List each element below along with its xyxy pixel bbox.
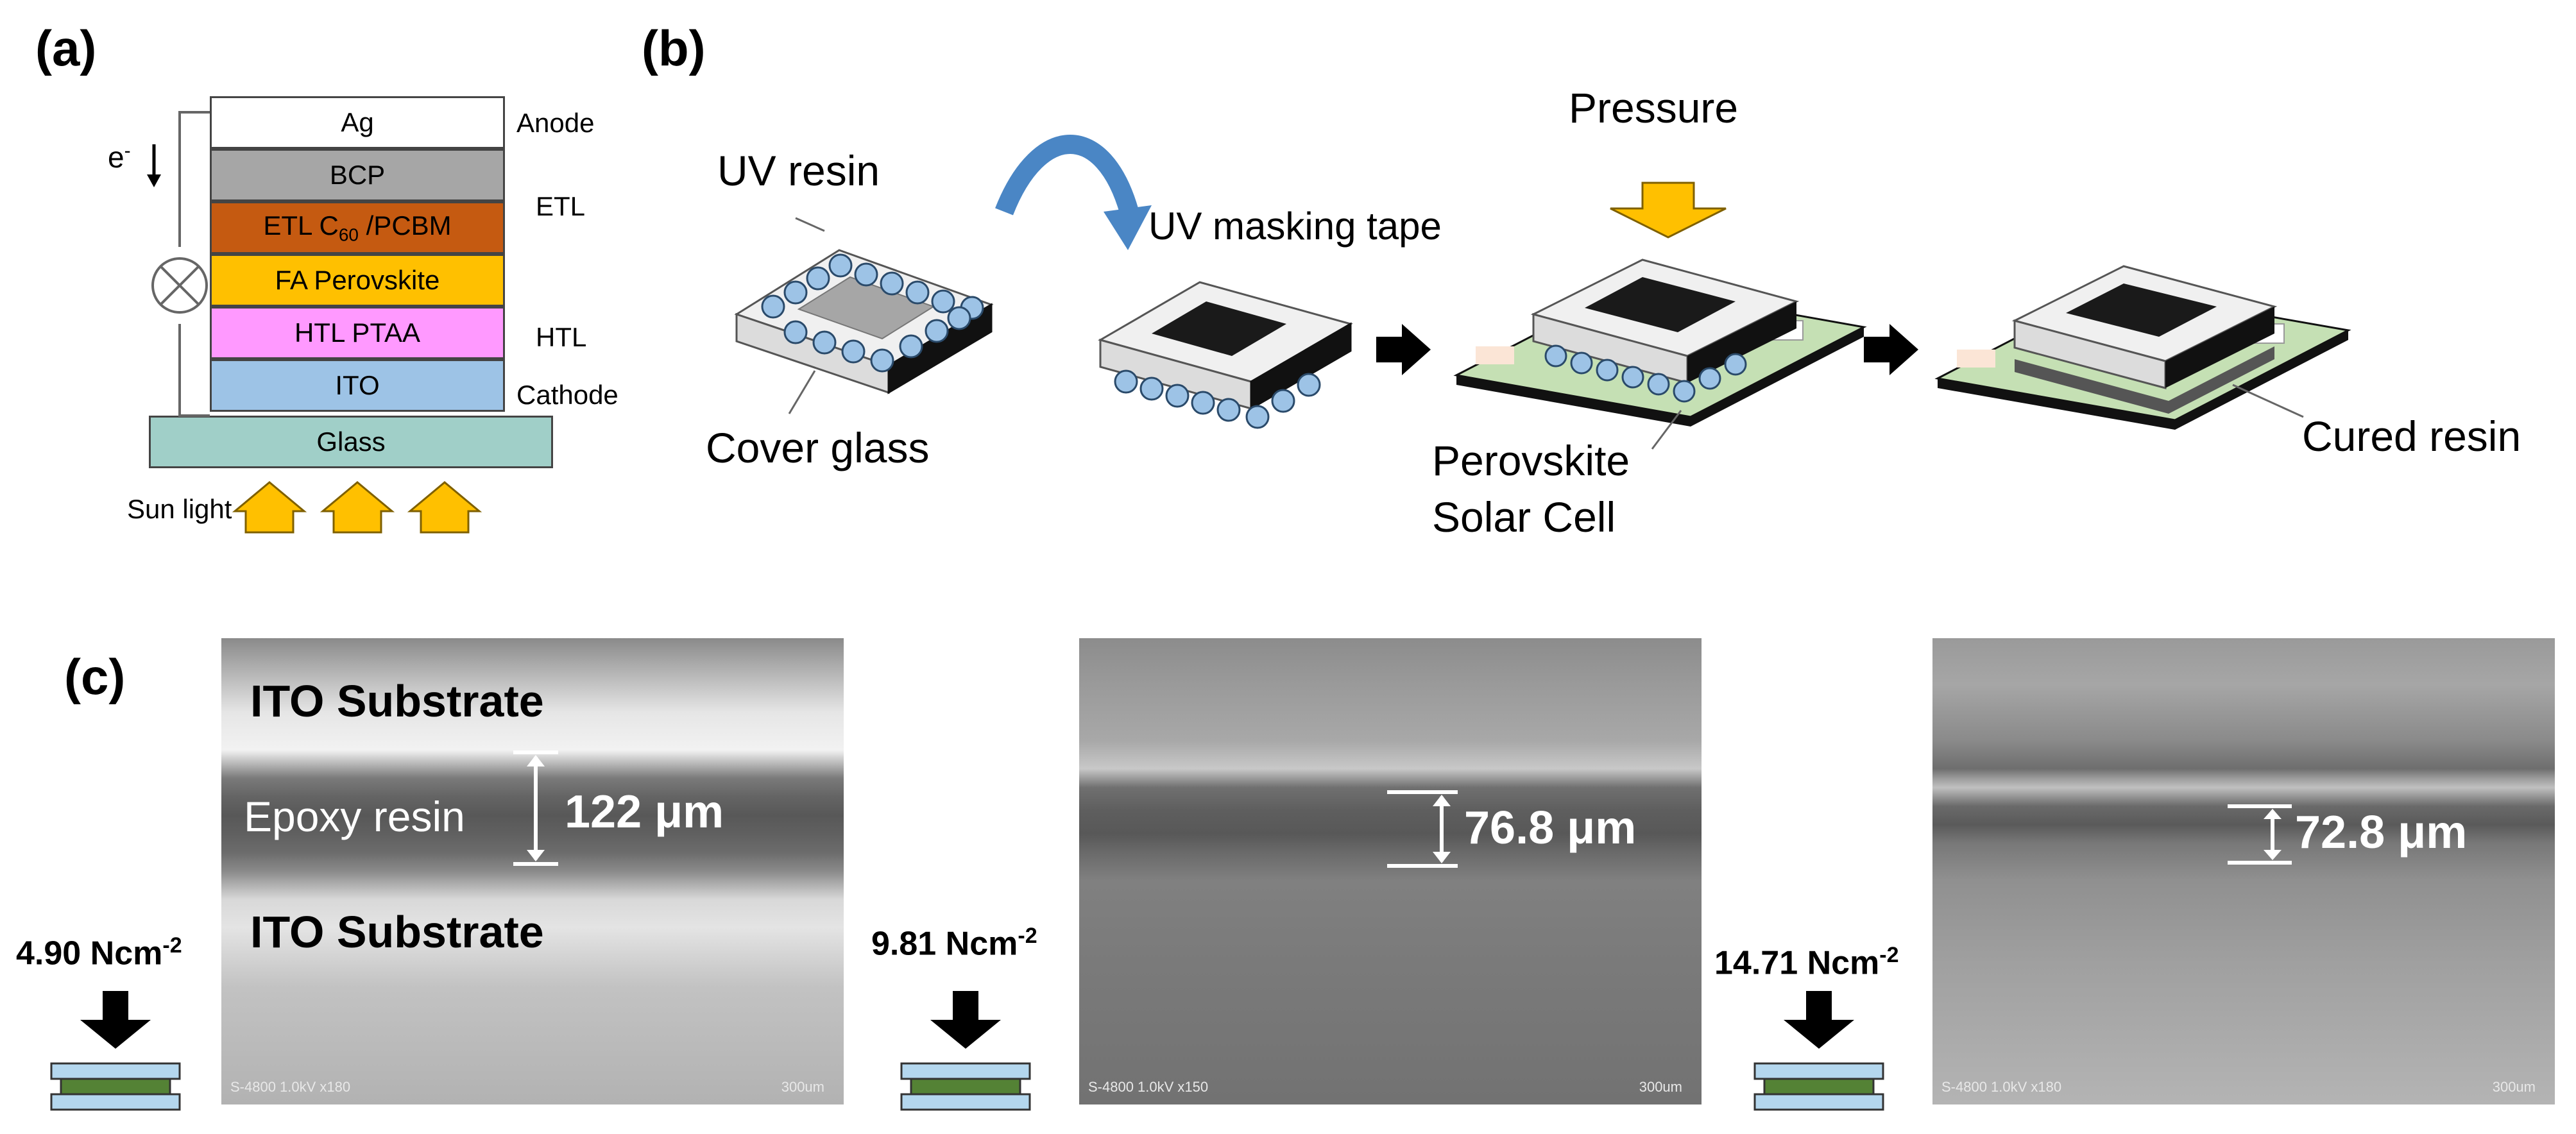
step2-flipped-glass: [1098, 281, 1353, 429]
layer-ito-label: ITO: [335, 370, 380, 400]
perovskite-label-line1: Perovskite: [1432, 437, 1630, 484]
process-arrow-2: [1864, 324, 1918, 375]
cover-glass-label: Cover glass: [706, 424, 930, 471]
sem-image-2: 76.8 μm S-4800 1.0kV x150 300um: [1079, 638, 1702, 1104]
pressure-indicator-1: [50, 991, 181, 1111]
layer-htl: HTL PTAA: [210, 307, 505, 359]
pressure-indicator-2: [900, 991, 1031, 1111]
layer-etl: ETL C60 /PCBM: [210, 201, 505, 254]
thickness-bracket-2: [1387, 790, 1458, 868]
layer-ito: ITO: [210, 359, 505, 412]
sun-light-label: Sun light: [127, 494, 232, 524]
layer-ag-label: Ag: [341, 107, 374, 137]
layer-htl-label: HTL PTAA: [294, 317, 421, 348]
layer-ag: Ag: [210, 96, 505, 149]
thickness-value-2: 76.8 μm: [1464, 802, 1637, 854]
htl-label: HTL: [536, 322, 587, 352]
thickness-value-1: 122 μm: [565, 786, 724, 838]
flip-arrow: [995, 135, 1139, 216]
uv-resin-label: UV resin: [717, 147, 880, 194]
layer-bcp: BCP: [210, 149, 505, 201]
perovskite-label-line2: Solar Cell: [1432, 493, 1616, 541]
cathode-label: Cathode: [516, 380, 618, 410]
sem-image-3: 72.8 μm S-4800 1.0kV x180 300um: [1932, 638, 2555, 1104]
etl-label: ETL: [536, 191, 586, 221]
uv-masking-tape-label: UV masking tape: [1148, 205, 1442, 248]
layer-etl-label: ETL C60 /PCBM: [263, 210, 452, 245]
thickness-value-3: 72.8 μm: [2295, 807, 2468, 858]
force-label-2: 9.81 Ncm-2: [871, 924, 1037, 963]
process-arrow-1: [1376, 324, 1431, 375]
step1-cover-glass: [734, 217, 994, 414]
layer-glass: Glass: [149, 416, 553, 468]
anode-label: Anode: [516, 108, 595, 138]
sunlight-arrows: [232, 481, 482, 534]
sem-image-1: ITO Substrate Epoxy resin 122 μm ITO Sub…: [221, 638, 844, 1104]
layer-perovskite: FA Perovskite: [210, 254, 505, 307]
panel-b-label: (b): [642, 20, 706, 76]
force-label-3: 14.71 Ncm-2: [1714, 943, 1899, 982]
pressure-label: Pressure: [1569, 84, 1739, 131]
thickness-bracket-3: [2228, 804, 2292, 865]
layer-perovskite-label: FA Perovskite: [275, 265, 440, 295]
panel-c-label: (c): [64, 648, 126, 705]
ito-substrate-top-label: ITO Substrate: [250, 676, 544, 726]
sem-footer-left-2: S-4800 1.0kV x150: [1088, 1079, 1209, 1095]
sem-footer-right-3: 300um: [2492, 1079, 2536, 1095]
step3-solar-cell: [1453, 258, 1867, 450]
sem-footer-left-1: S-4800 1.0kV x180: [230, 1079, 351, 1095]
ito-substrate-bottom-label: ITO Substrate: [250, 907, 544, 957]
electron-label: e-: [108, 140, 131, 174]
layer-glass-label: Glass: [316, 427, 386, 457]
sem-footer-left-3: S-4800 1.0kV x180: [1941, 1079, 2062, 1095]
sem-footer-right-2: 300um: [1639, 1079, 1682, 1095]
panel-a-label: (a): [35, 20, 97, 76]
epoxy-resin-label: Epoxy resin: [244, 793, 465, 840]
external-circuit: [147, 111, 482, 534]
thickness-bracket-1: [513, 750, 558, 866]
pressure-indicator-3: [1753, 991, 1884, 1111]
pressure-arrow: [1610, 182, 1727, 239]
process-diagram: [734, 135, 2351, 450]
force-label-1: 4.90 Ncm-2: [16, 933, 182, 972]
sem-footer-right-1: 300um: [781, 1079, 824, 1095]
layer-bcp-label: BCP: [329, 160, 386, 190]
uv-resin-beads: [761, 253, 984, 373]
step4-cured: [1934, 265, 2351, 430]
cured-resin-label: Cured resin: [2302, 412, 2521, 460]
